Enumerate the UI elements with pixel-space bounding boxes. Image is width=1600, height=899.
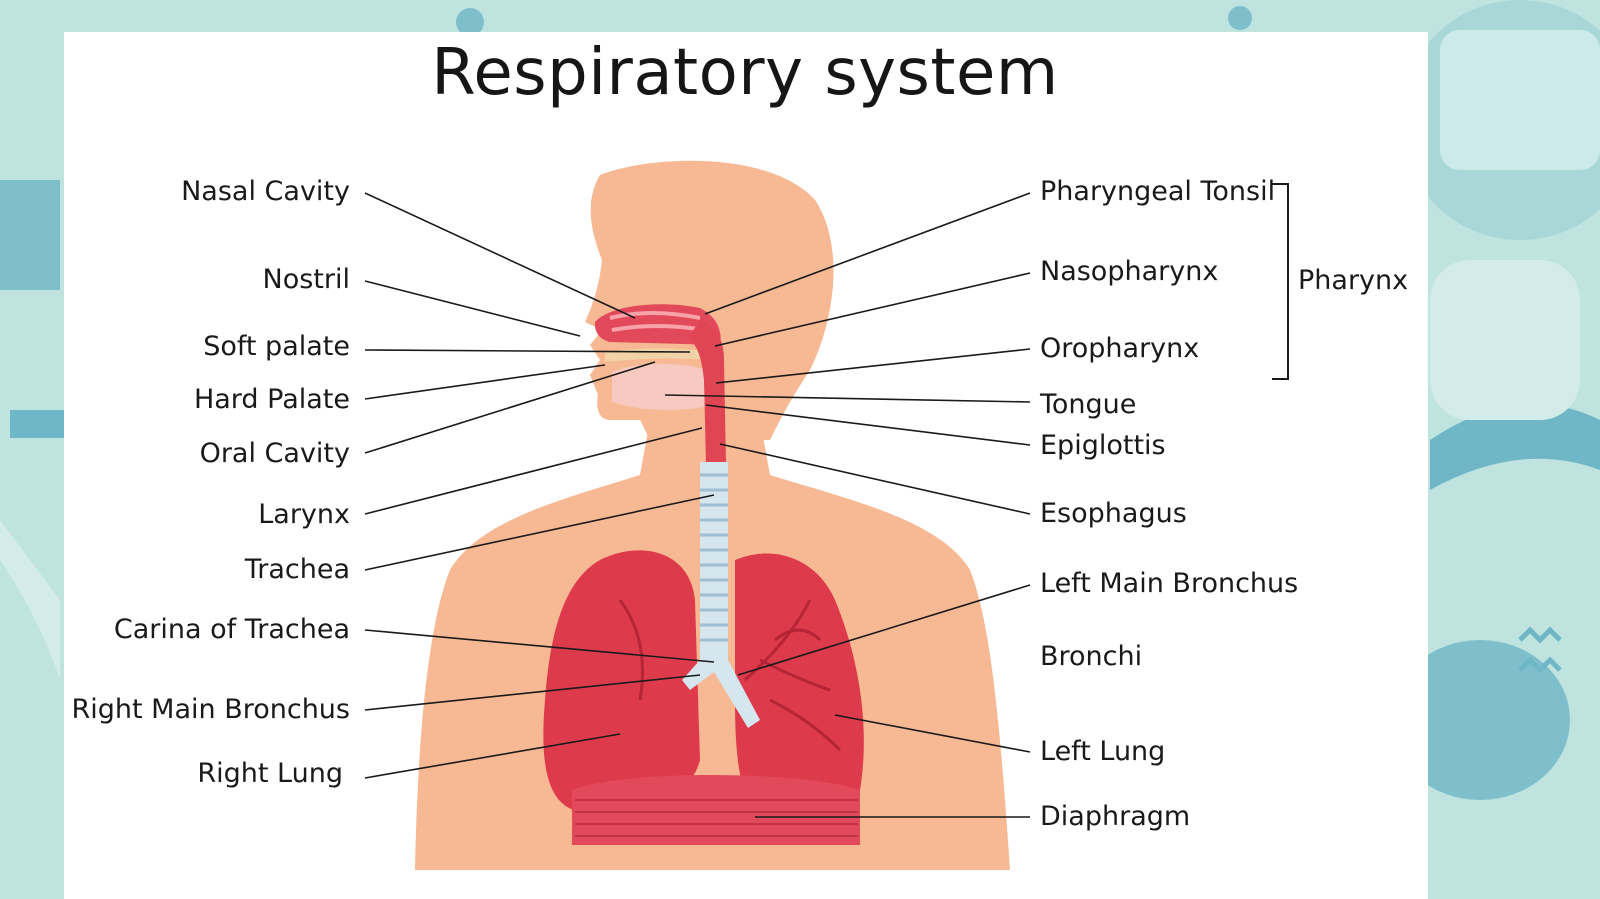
label-pharyngeal-tonsil: Pharyngeal Tonsil bbox=[1040, 176, 1276, 207]
label-nasal-cavity: Nasal Cavity bbox=[181, 176, 350, 207]
label-oropharynx: Oropharynx bbox=[1040, 333, 1200, 364]
label-oral-cavity: Oral Cavity bbox=[199, 438, 350, 469]
tongue-shape bbox=[612, 363, 712, 410]
label-right-main-bronchus: Right Main Bronchus bbox=[71, 694, 350, 725]
pharynx-bracket bbox=[1272, 183, 1289, 380]
label-trachea: Trachea bbox=[244, 554, 350, 585]
label-soft-palate: Soft palate bbox=[203, 331, 350, 362]
diaphragm-shape bbox=[572, 775, 860, 845]
label-left-lung: Left Lung bbox=[1040, 736, 1166, 767]
label-left-main-bronchus: Left Main Bronchus bbox=[1040, 568, 1299, 599]
trachea-rings bbox=[700, 473, 728, 642]
bronchus-split bbox=[682, 660, 760, 728]
right-lung-shape bbox=[543, 550, 700, 813]
bronchi-branches bbox=[744, 599, 842, 752]
label-bronchi: Bronchi bbox=[1040, 641, 1143, 672]
diagram-title: Respiratory system bbox=[431, 36, 1059, 110]
label-right-lung: Right Lung bbox=[197, 758, 343, 789]
pharynx-shape bbox=[688, 320, 726, 465]
label-carina-of-trachea: Carina of Trachea bbox=[113, 614, 350, 645]
label-hard-palate: Hard Palate bbox=[193, 384, 350, 415]
trachea-shape bbox=[700, 462, 728, 662]
leader-lines-right bbox=[664, 192, 1031, 818]
left-lung-shape bbox=[735, 553, 864, 815]
label-epiglottis: Epiglottis bbox=[1040, 430, 1166, 461]
label-nostril: Nostril bbox=[262, 264, 350, 295]
label-esophagus: Esophagus bbox=[1040, 498, 1187, 529]
leader-lines-left bbox=[364, 192, 715, 779]
label-tongue: Tongue bbox=[1040, 389, 1137, 420]
label-pharynx-group: Pharynx bbox=[1298, 265, 1409, 296]
label-diaphragm: Diaphragm bbox=[1040, 801, 1191, 832]
label-larynx: Larynx bbox=[258, 499, 350, 530]
label-nasopharynx: Nasopharynx bbox=[1040, 256, 1219, 287]
